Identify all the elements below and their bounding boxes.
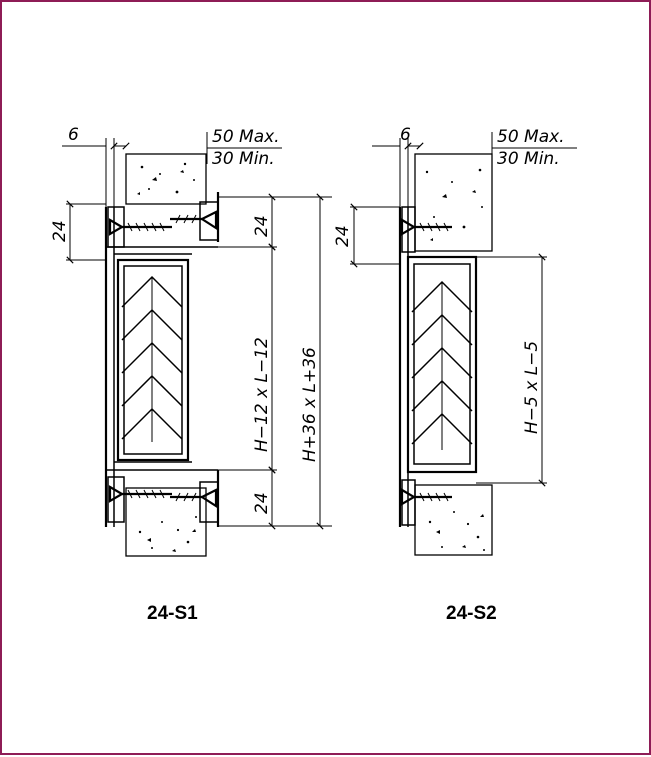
- concrete-wall-top: [125, 153, 207, 205]
- dim-max: 50 Max.: [212, 127, 280, 147]
- caption-24-s2: 24-S2: [446, 603, 497, 624]
- concrete-wall-bottom: [125, 487, 207, 557]
- louvre-panel: [411, 263, 473, 465]
- frame-profile: [398, 206, 478, 527]
- dim-min: 30 Min.: [212, 149, 275, 169]
- screw-icon: [108, 485, 218, 509]
- screw-icon: [400, 488, 452, 506]
- dim-outer: H+36 x L+36: [300, 347, 320, 462]
- concrete-speckle-bottom: [428, 511, 485, 551]
- screw-icon: [400, 218, 452, 236]
- detail-24-s2: 6 50 Max. 30 Min. 24 H−5 x L−5 24-S2: [333, 125, 577, 624]
- concrete-wall-top: [414, 153, 493, 252]
- dim-6: 6: [400, 125, 411, 145]
- dim-top-24: 24: [252, 215, 272, 237]
- dim-max: 50 Max.: [497, 127, 565, 147]
- frame-profile: [104, 192, 220, 527]
- dim-inner: H−12 x L−12: [252, 337, 272, 452]
- detail-24-s1: 6 50 Max. 30 Min. 24 24 H−12 x L−12 H+36…: [50, 125, 332, 624]
- dim-6: 6: [68, 125, 79, 145]
- concrete-speckle-top: [425, 168, 483, 241]
- dim-bottom-24: 24: [252, 492, 272, 514]
- concrete-wall-bottom: [414, 484, 493, 556]
- louvre-panel: [116, 258, 190, 462]
- concrete-speckle-bottom: [138, 516, 197, 552]
- dim-min: 30 Min.: [497, 149, 560, 169]
- screw-icon: [108, 210, 218, 236]
- dimension-lines: [62, 132, 332, 530]
- concrete-speckle-top: [137, 162, 195, 195]
- dim-inner: H−5 x L−5: [522, 341, 542, 434]
- dim-side-24: 24: [50, 220, 70, 242]
- caption-24-s1: 24-S1: [147, 603, 198, 624]
- dimension-lines: [350, 132, 577, 487]
- dim-side-24: 24: [333, 225, 353, 247]
